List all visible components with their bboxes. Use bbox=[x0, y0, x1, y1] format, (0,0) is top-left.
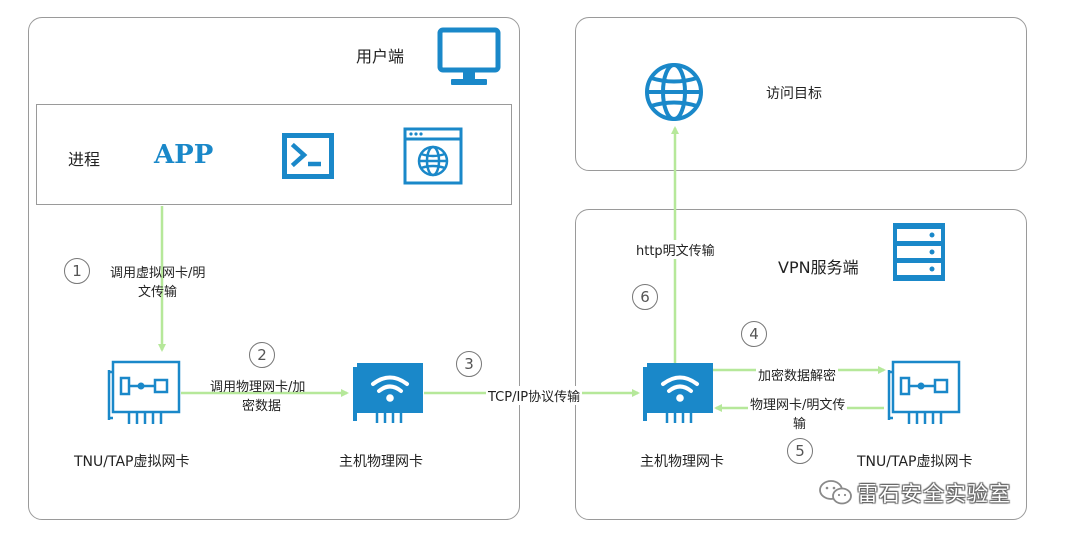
server-icon bbox=[893, 223, 945, 281]
globe-icon bbox=[645, 63, 703, 121]
step-4-badge: 4 bbox=[741, 321, 767, 347]
server-virtual-nic-label: TNU/TAP虚拟网卡 bbox=[857, 454, 973, 470]
step-3-text: TCP/IP协议传输 bbox=[486, 386, 583, 405]
process-label: 进程 bbox=[68, 150, 101, 169]
terminal-icon bbox=[282, 133, 334, 179]
wechat-icon bbox=[819, 480, 852, 505]
client-title: 用户端 bbox=[356, 47, 405, 66]
step-5-badge: 5 bbox=[787, 438, 813, 464]
step-1-text-line2: 文传输 bbox=[138, 285, 178, 300]
watermark-text: 雷石安全实验室 bbox=[857, 482, 1011, 506]
step-2-badge: 2 bbox=[249, 342, 275, 368]
client-panel bbox=[28, 17, 520, 520]
step-4-text: 加密数据解密 bbox=[756, 365, 839, 384]
step-2-text-line1: 调用物理网卡/加 bbox=[210, 380, 306, 395]
virtual-nic-icon bbox=[887, 360, 961, 424]
step-5-text-line2: 输 bbox=[793, 417, 807, 432]
target-title: 访问目标 bbox=[766, 86, 822, 102]
step-5-text-line1: 物理网卡/明文传 bbox=[748, 394, 848, 413]
wifi-nic-icon bbox=[643, 363, 713, 423]
step-6-badge: 6 bbox=[632, 284, 658, 310]
client-physical-nic-label: 主机物理网卡 bbox=[339, 454, 423, 470]
wifi-nic-icon bbox=[353, 363, 423, 423]
step-3-badge: 3 bbox=[456, 351, 482, 377]
step-1-text-line1: 调用虚拟网卡/明 bbox=[110, 266, 206, 281]
server-title: VPN服务端 bbox=[778, 258, 859, 277]
virtual-nic-icon bbox=[107, 360, 181, 424]
server-physical-nic-label: 主机物理网卡 bbox=[640, 454, 724, 470]
client-virtual-nic-label: TNU/TAP虚拟网卡 bbox=[74, 454, 190, 470]
process-box bbox=[36, 104, 512, 205]
monitor-icon bbox=[437, 27, 501, 85]
browser-globe-icon bbox=[403, 127, 463, 185]
step-6-text: http明文传输 bbox=[634, 240, 717, 259]
app-label: APP bbox=[154, 140, 214, 170]
step-2-text-line2: 密数据 bbox=[242, 399, 282, 414]
step-1-badge: 1 bbox=[64, 258, 90, 284]
